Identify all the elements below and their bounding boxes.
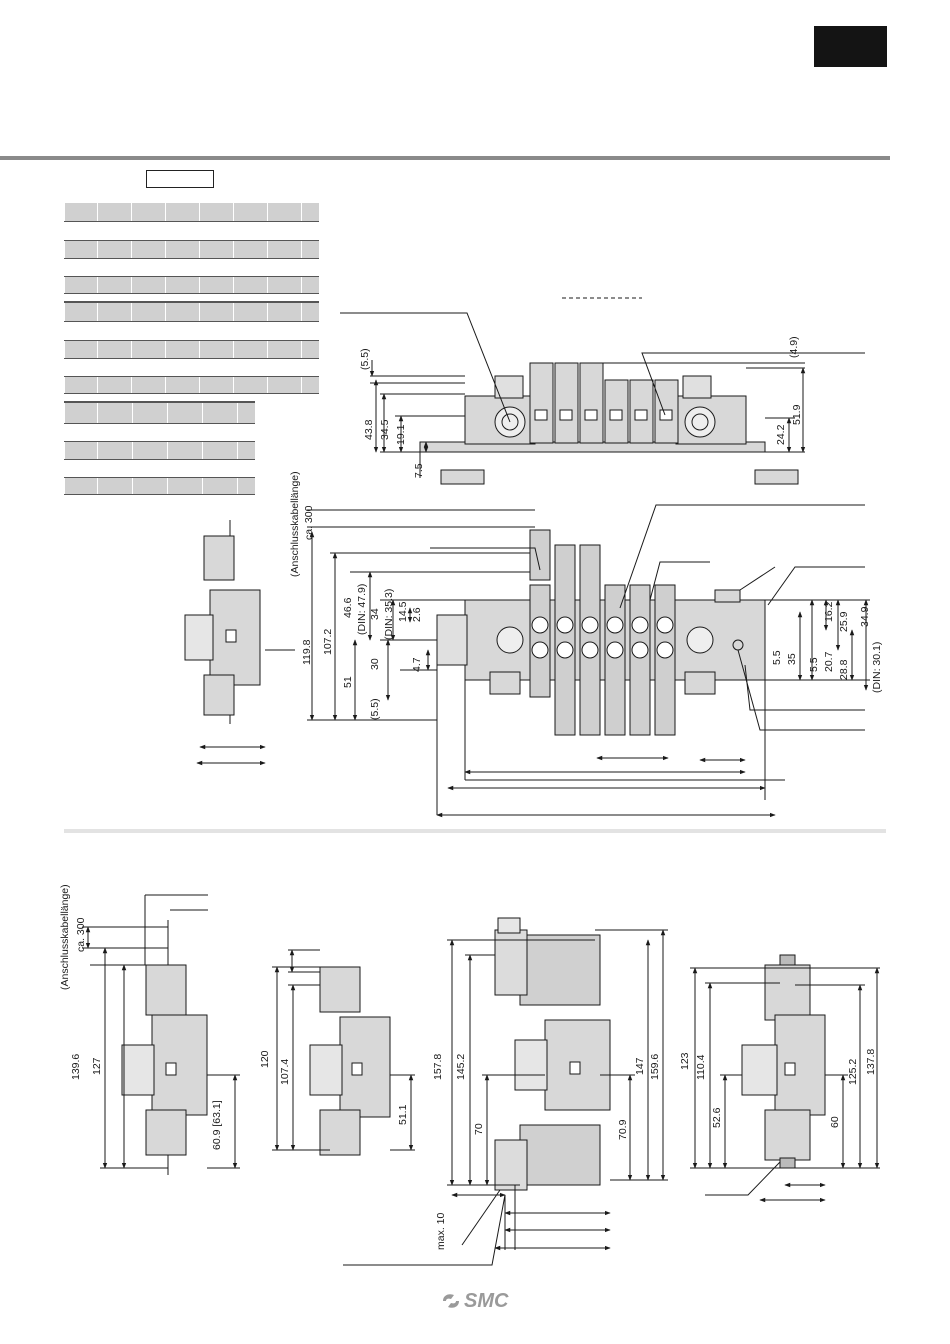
dim-35: 35: [786, 653, 798, 665]
dim-51-1: 51.1: [397, 1104, 409, 1125]
side-view-din-connector: [343, 917, 668, 1266]
dim-2-6: 2.6: [411, 607, 423, 622]
dim-din-30-1: (DIN: 30.1): [871, 642, 883, 693]
dim-70-9: 70.9: [617, 1119, 629, 1140]
dim-max-10: max. 10: [435, 1212, 447, 1250]
smc-logo: SMC: [440, 1289, 508, 1313]
dim-52-6: 52.6: [711, 1107, 723, 1128]
cable-ca300: ca. 300: [303, 505, 315, 540]
dim-125-2: 125.2: [847, 1059, 859, 1085]
front-view-manifold: [340, 297, 865, 485]
dim-159-6: 159.6: [649, 1054, 661, 1080]
spec-table-2: [64, 301, 319, 394]
cable-ca300-bottom: ca. 300: [75, 917, 87, 952]
page-tab-marker: [814, 26, 887, 67]
dim-34: 34: [369, 608, 381, 620]
dim-46-6: 46.6: [342, 597, 354, 618]
dim-30: 30: [369, 658, 381, 670]
dim-5-5: (5.5): [359, 348, 371, 370]
dim-60: 60: [829, 1116, 841, 1128]
dim-110-4: 110.4: [695, 1054, 707, 1080]
dim-din-47-9: (DIN: 47.9): [356, 584, 368, 635]
dim-43-8: 43.8: [363, 419, 375, 440]
dim-5-5-r2: 5.5: [808, 657, 820, 672]
dim-147: 147: [634, 1057, 646, 1075]
dim-din-35-3: (DIN: 35.3): [383, 589, 395, 640]
dim-120: 120: [259, 1050, 271, 1068]
dim-145-2: 145.2: [455, 1054, 467, 1080]
dim-107-4: 107.4: [279, 1059, 291, 1085]
smc-logo-text: SMC: [464, 1289, 509, 1312]
dim-4-7: 4.7: [411, 657, 423, 672]
dim-7-5: 7.5: [413, 463, 425, 478]
dim-70: 70: [473, 1123, 485, 1135]
dim-4-9: (4.9): [788, 336, 800, 358]
dim-34-9: 34.9: [859, 606, 871, 627]
dim-5-5-r1: 5.5: [771, 650, 783, 665]
header-rule: [0, 156, 890, 160]
top-view-manifold: [307, 504, 870, 818]
dim-28-8: 28.8: [838, 659, 850, 680]
dim-51-9: 51.9: [791, 404, 803, 425]
dim-51: 51: [342, 676, 354, 688]
side-view-single: [184, 520, 295, 766]
dim-107-2: 107.2: [322, 629, 334, 655]
dim-5-5-bottom: (5.5): [369, 698, 381, 720]
dim-20-7: 20.7: [823, 651, 835, 672]
cable-length-label: (Anschlusskabellänge): [289, 471, 301, 577]
dim-137-8: 137.8: [865, 1049, 877, 1075]
spec-table-3: [64, 401, 255, 495]
smc-logo-mark-icon: [443, 1294, 459, 1308]
cable-length-label-bottom: (Anschlusskabellänge): [59, 884, 71, 990]
spec-table-1: [64, 203, 319, 294]
section-divider: [64, 829, 886, 833]
dim-157-8: 157.8: [432, 1054, 444, 1080]
dim-60-9: 60.9 [63.1]: [211, 1100, 223, 1150]
dim-119-8: 119.8: [301, 639, 313, 665]
dim-127: 127: [91, 1057, 103, 1075]
dim-34-5: 34.5: [379, 419, 391, 440]
dim-123: 123: [679, 1052, 691, 1070]
side-view-variant-2: [272, 949, 415, 1156]
dim-139-6: 139.6: [70, 1054, 82, 1080]
dim-16-2: 16.2: [823, 601, 835, 622]
dim-19-1: 19.1: [395, 424, 407, 445]
dim-25-9: 25.9: [838, 611, 850, 632]
side-view-variant-1: [82, 894, 240, 1175]
side-view-variant-4: [690, 954, 880, 1203]
dim-14-5: 14.5: [397, 601, 409, 622]
section-label-box: [146, 170, 214, 188]
dim-24-2: 24.2: [775, 424, 787, 445]
